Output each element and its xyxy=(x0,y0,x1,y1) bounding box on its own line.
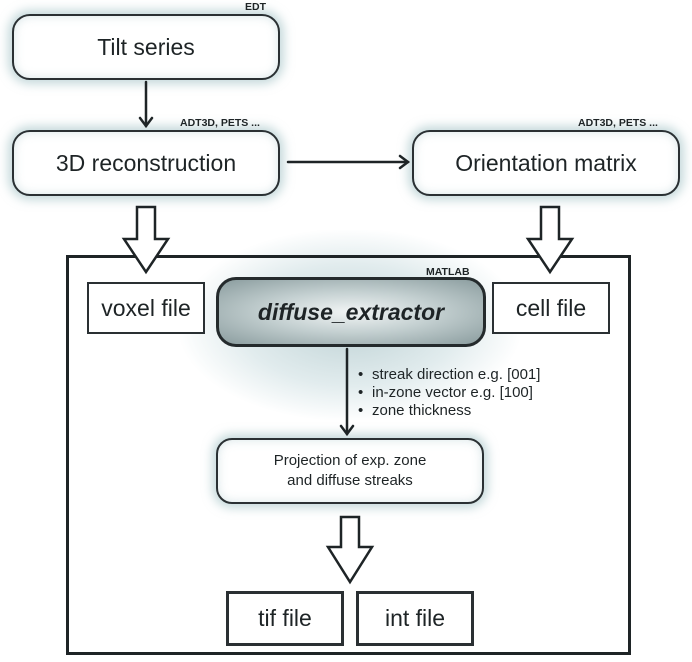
cell-file-label: cell file xyxy=(515,294,587,321)
parameter-item: in-zone vector e.g. [100] xyxy=(358,384,540,402)
tif-file-label: tif file xyxy=(258,605,312,631)
extractor-tag: MATLAB xyxy=(426,266,470,278)
voxel-file-label: voxel file xyxy=(101,294,191,321)
orientation-matrix-label: Orientation matrix xyxy=(455,149,637,176)
arrow-tilt-to-reconstruction xyxy=(138,80,154,129)
processing-container xyxy=(66,255,631,655)
int-file-label: int file xyxy=(384,605,446,631)
tif-file-node: tif file xyxy=(226,591,344,646)
reconstruction-label: 3D reconstruction xyxy=(55,149,237,176)
orientation-matrix-tag: ADT3D, PETS ... xyxy=(578,117,658,129)
orientation-matrix-node: Orientation matrix xyxy=(412,130,680,196)
arrow-reconstruction-to-orientation xyxy=(286,154,411,170)
reconstruction-node: 3D reconstruction xyxy=(12,130,280,196)
tilt-series-node: Tilt series xyxy=(12,14,280,80)
int-file-node: int file xyxy=(356,591,474,646)
projection-label-line2: and diffuse streaks xyxy=(287,472,413,489)
diffuse-extractor-label: diffuse_extractor xyxy=(257,298,445,325)
projection-node: Projection of exp. zone and diffuse stre… xyxy=(216,438,484,504)
tilt-series-label: Tilt series xyxy=(97,33,195,60)
cell-file-node: cell file xyxy=(492,282,610,334)
tilt-series-tag: EDT xyxy=(245,1,266,13)
projection-label-line1: Projection of exp. zone xyxy=(273,452,427,469)
parameter-list: streak direction e.g. [001] in-zone vect… xyxy=(358,366,540,420)
parameter-item: zone thickness xyxy=(358,402,540,420)
parameter-item: streak direction e.g. [001] xyxy=(358,366,540,384)
diffuse-extractor-node: diffuse_extractor xyxy=(216,277,486,347)
reconstruction-tag: ADT3D, PETS ... xyxy=(180,117,260,129)
voxel-file-node: voxel file xyxy=(87,282,205,334)
